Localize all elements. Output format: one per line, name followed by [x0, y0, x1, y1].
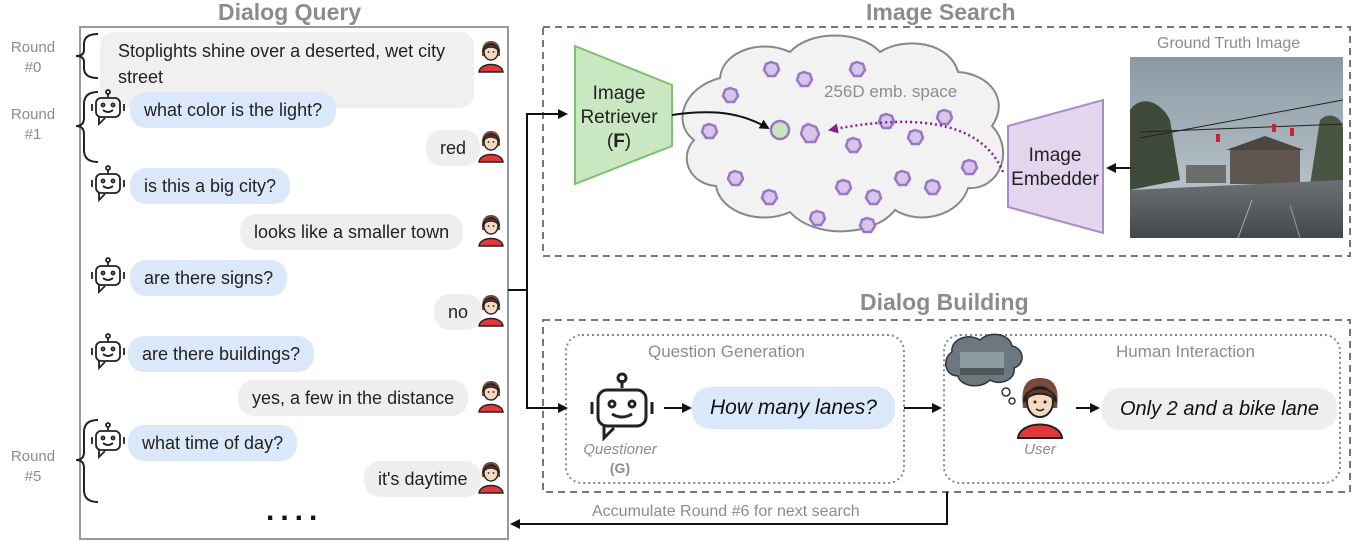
image-search-frame [542, 26, 1351, 257]
emb-dot [858, 216, 877, 234]
round-5-brace [75, 419, 99, 503]
user-avatar-icon [478, 38, 504, 79]
to-questioner-arrow [526, 290, 568, 413]
round-0-label: Round#0 [10, 39, 56, 76]
emb-dot [762, 60, 781, 78]
emb-dot [700, 122, 719, 140]
emb-dot [795, 70, 814, 88]
chat-message-bot: are there signs? [130, 260, 288, 296]
chat-message-user: looks like a smaller town [240, 214, 464, 250]
emb-dot [906, 128, 925, 146]
user-avatar-icon [478, 128, 504, 169]
chat-message-bot: what time of day? [128, 425, 298, 461]
emb-dot [834, 178, 853, 196]
user-avatar-icon [478, 378, 504, 419]
dialog-query-frame [79, 26, 509, 540]
image-embedder-shape [1007, 98, 1104, 235]
robot-icon [88, 332, 128, 379]
emb-dot [760, 188, 779, 206]
dialog-building-title: Dialog Building [860, 289, 1029, 315]
round-0-brace [75, 33, 99, 79]
chat-message-user: yes, a few in the distance [238, 380, 469, 416]
image-retriever-label: Image Retriever (F) [580, 83, 658, 152]
more-rounds-ellipsis: .... [266, 494, 324, 527]
embedding-dots [700, 60, 979, 234]
emb-dot [721, 86, 740, 104]
round-5-label: Round#5 [10, 448, 56, 485]
emb-dot [864, 188, 883, 206]
human-interaction-frame [943, 334, 1341, 484]
questioner-robot-icon [590, 372, 654, 442]
questioner-symbol: (G) [609, 460, 631, 476]
user-avatar-icon [478, 212, 504, 253]
human-interaction-title: Human Interaction [1116, 342, 1255, 361]
ground-truth-image [1130, 57, 1344, 239]
emb-dot [935, 108, 954, 126]
retriever-arrow [671, 111, 770, 129]
emb-dot [877, 112, 896, 130]
image-embedder-label: Image Embedder [1011, 145, 1099, 190]
chat-message-bot: are there buildings? [128, 336, 315, 372]
image-search-title: Image Search [866, 0, 1016, 25]
user-avatar-icon [478, 292, 504, 333]
emb-dot [726, 169, 745, 187]
chat-message-user: no [434, 294, 483, 330]
robot-icon [88, 256, 128, 303]
robot-icon [88, 88, 128, 135]
embedding-space-label: 256D emb. space [824, 82, 958, 101]
emb-dot [848, 60, 867, 78]
emb-dot [923, 178, 942, 196]
user-avatar-icon [478, 459, 504, 500]
embedding-cloud [681, 34, 1005, 233]
dialog-query-title: Dialog Query [218, 0, 362, 25]
robot-icon [88, 421, 128, 468]
user-answer-bubble: Only 2 and a bike lane [1102, 388, 1338, 430]
split-connector [508, 109, 568, 291]
chat-message-bot: is this a big city? [130, 168, 291, 204]
emb-dot [808, 209, 827, 227]
emb-dot [893, 169, 912, 187]
chat-message-user: red [426, 130, 481, 166]
user-label: User [1024, 441, 1056, 458]
feedback-label: Accumulate Round #6 for next search [592, 503, 860, 520]
emb-dot [799, 122, 821, 144]
ground-truth-label: Ground Truth Image [1157, 35, 1301, 52]
image-retriever-shape [574, 44, 673, 186]
question-generation-title: Question Generation [648, 342, 805, 361]
thought-cloud-icon [945, 333, 1023, 405]
chat-message-bot: what color is the light? [130, 92, 337, 128]
chat-message-user: it's daytime [364, 461, 482, 497]
retrieved-point [769, 119, 791, 141]
emb-dot [844, 136, 863, 154]
generated-question-bubble: How many lanes? [692, 387, 895, 429]
user-avatar-icon [1016, 378, 1064, 439]
questioner-label: Questioner [583, 441, 657, 458]
emb-dot [960, 158, 979, 176]
robot-icon [88, 164, 128, 211]
round-1-label: Round#1 [10, 106, 56, 143]
feedback-arrow [510, 492, 948, 529]
round-1-brace [75, 91, 99, 163]
